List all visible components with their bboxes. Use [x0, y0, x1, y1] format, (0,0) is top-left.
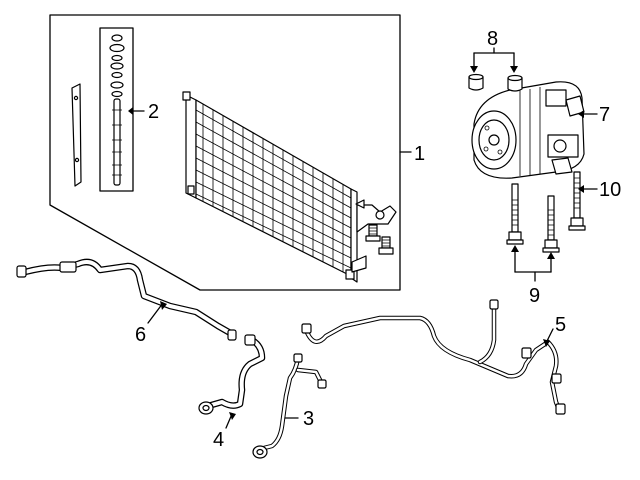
- hose-6[interactable]: [16, 258, 237, 341]
- condenser-assembly-frame: [49, 14, 412, 291]
- callout-6: 6: [135, 324, 146, 346]
- compressor-bolt-1[interactable]: [506, 183, 524, 245]
- compressor-bolt-long[interactable]: [568, 171, 598, 231]
- compressor-bolt-2[interactable]: [542, 195, 560, 253]
- callout-9: 9: [529, 285, 540, 307]
- callout-5: 5: [555, 314, 566, 336]
- hose-3[interactable]: [252, 353, 327, 459]
- callout-2-arrow: [128, 107, 133, 115]
- condenser-bracket[interactable]: [71, 83, 82, 187]
- callout-8-leader: [470, 47, 518, 73]
- hose-4[interactable]: [198, 334, 266, 429]
- callout-7-arrow: [578, 110, 584, 118]
- callout-9-leader: [511, 245, 555, 282]
- sealing-cap-2[interactable]: [507, 74, 523, 92]
- callout-8: 8: [487, 28, 498, 50]
- hose-5[interactable]: [301, 299, 566, 415]
- callout-2: 2: [148, 101, 159, 123]
- callout-4: 4: [213, 429, 224, 451]
- sealing-cap-1[interactable]: [468, 73, 484, 91]
- callout-10: 10: [599, 179, 621, 201]
- callout-1: 1: [414, 143, 425, 165]
- condenser-bolt-2[interactable]: [378, 236, 394, 255]
- ac-compressor[interactable]: [471, 81, 598, 179]
- condenser-core[interactable]: [182, 91, 358, 283]
- condenser-fitting[interactable]: [351, 199, 397, 273]
- receiver-drier-kit[interactable]: [99, 27, 145, 192]
- callout-7: 7: [599, 104, 610, 126]
- condenser-bolt-1[interactable]: [365, 224, 381, 242]
- callout-3: 3: [303, 408, 314, 430]
